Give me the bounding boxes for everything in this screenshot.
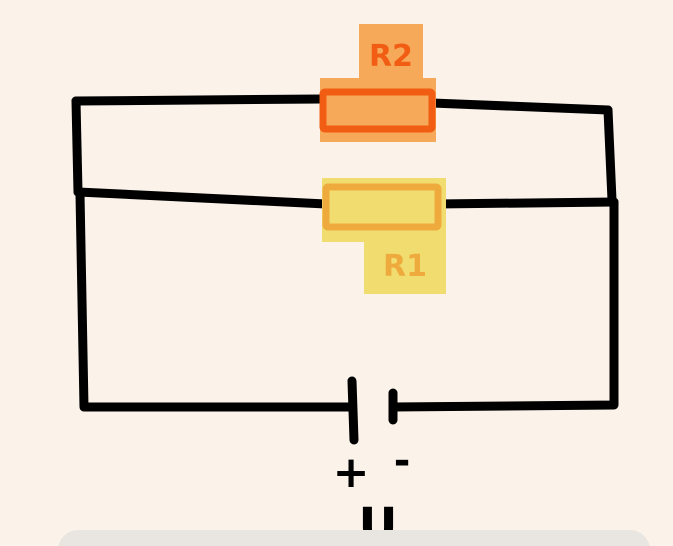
battery-minus-sign: - xyxy=(394,438,411,484)
right-outer-wire xyxy=(388,197,619,412)
r1-resistor xyxy=(322,183,442,231)
top-branch-left-wire xyxy=(71,94,327,106)
r2-resistor xyxy=(319,88,436,133)
right-junction-wire xyxy=(603,105,617,205)
bottom-input-panel[interactable] xyxy=(58,530,650,546)
bottom-branch-right-wire xyxy=(431,197,619,209)
r2-label-tag xyxy=(359,24,423,82)
left-junction-wire xyxy=(71,96,83,197)
bottom-branch-left-wire xyxy=(73,187,331,209)
r1-label: R1 xyxy=(383,249,427,284)
battery-plus-sign: + xyxy=(333,447,370,498)
r1-label-tag xyxy=(364,236,446,294)
r2-label: R2 xyxy=(369,39,413,74)
top-branch-right-wire xyxy=(427,98,613,115)
battery-positive-plate xyxy=(347,376,359,445)
left-outer-wire xyxy=(75,189,357,412)
